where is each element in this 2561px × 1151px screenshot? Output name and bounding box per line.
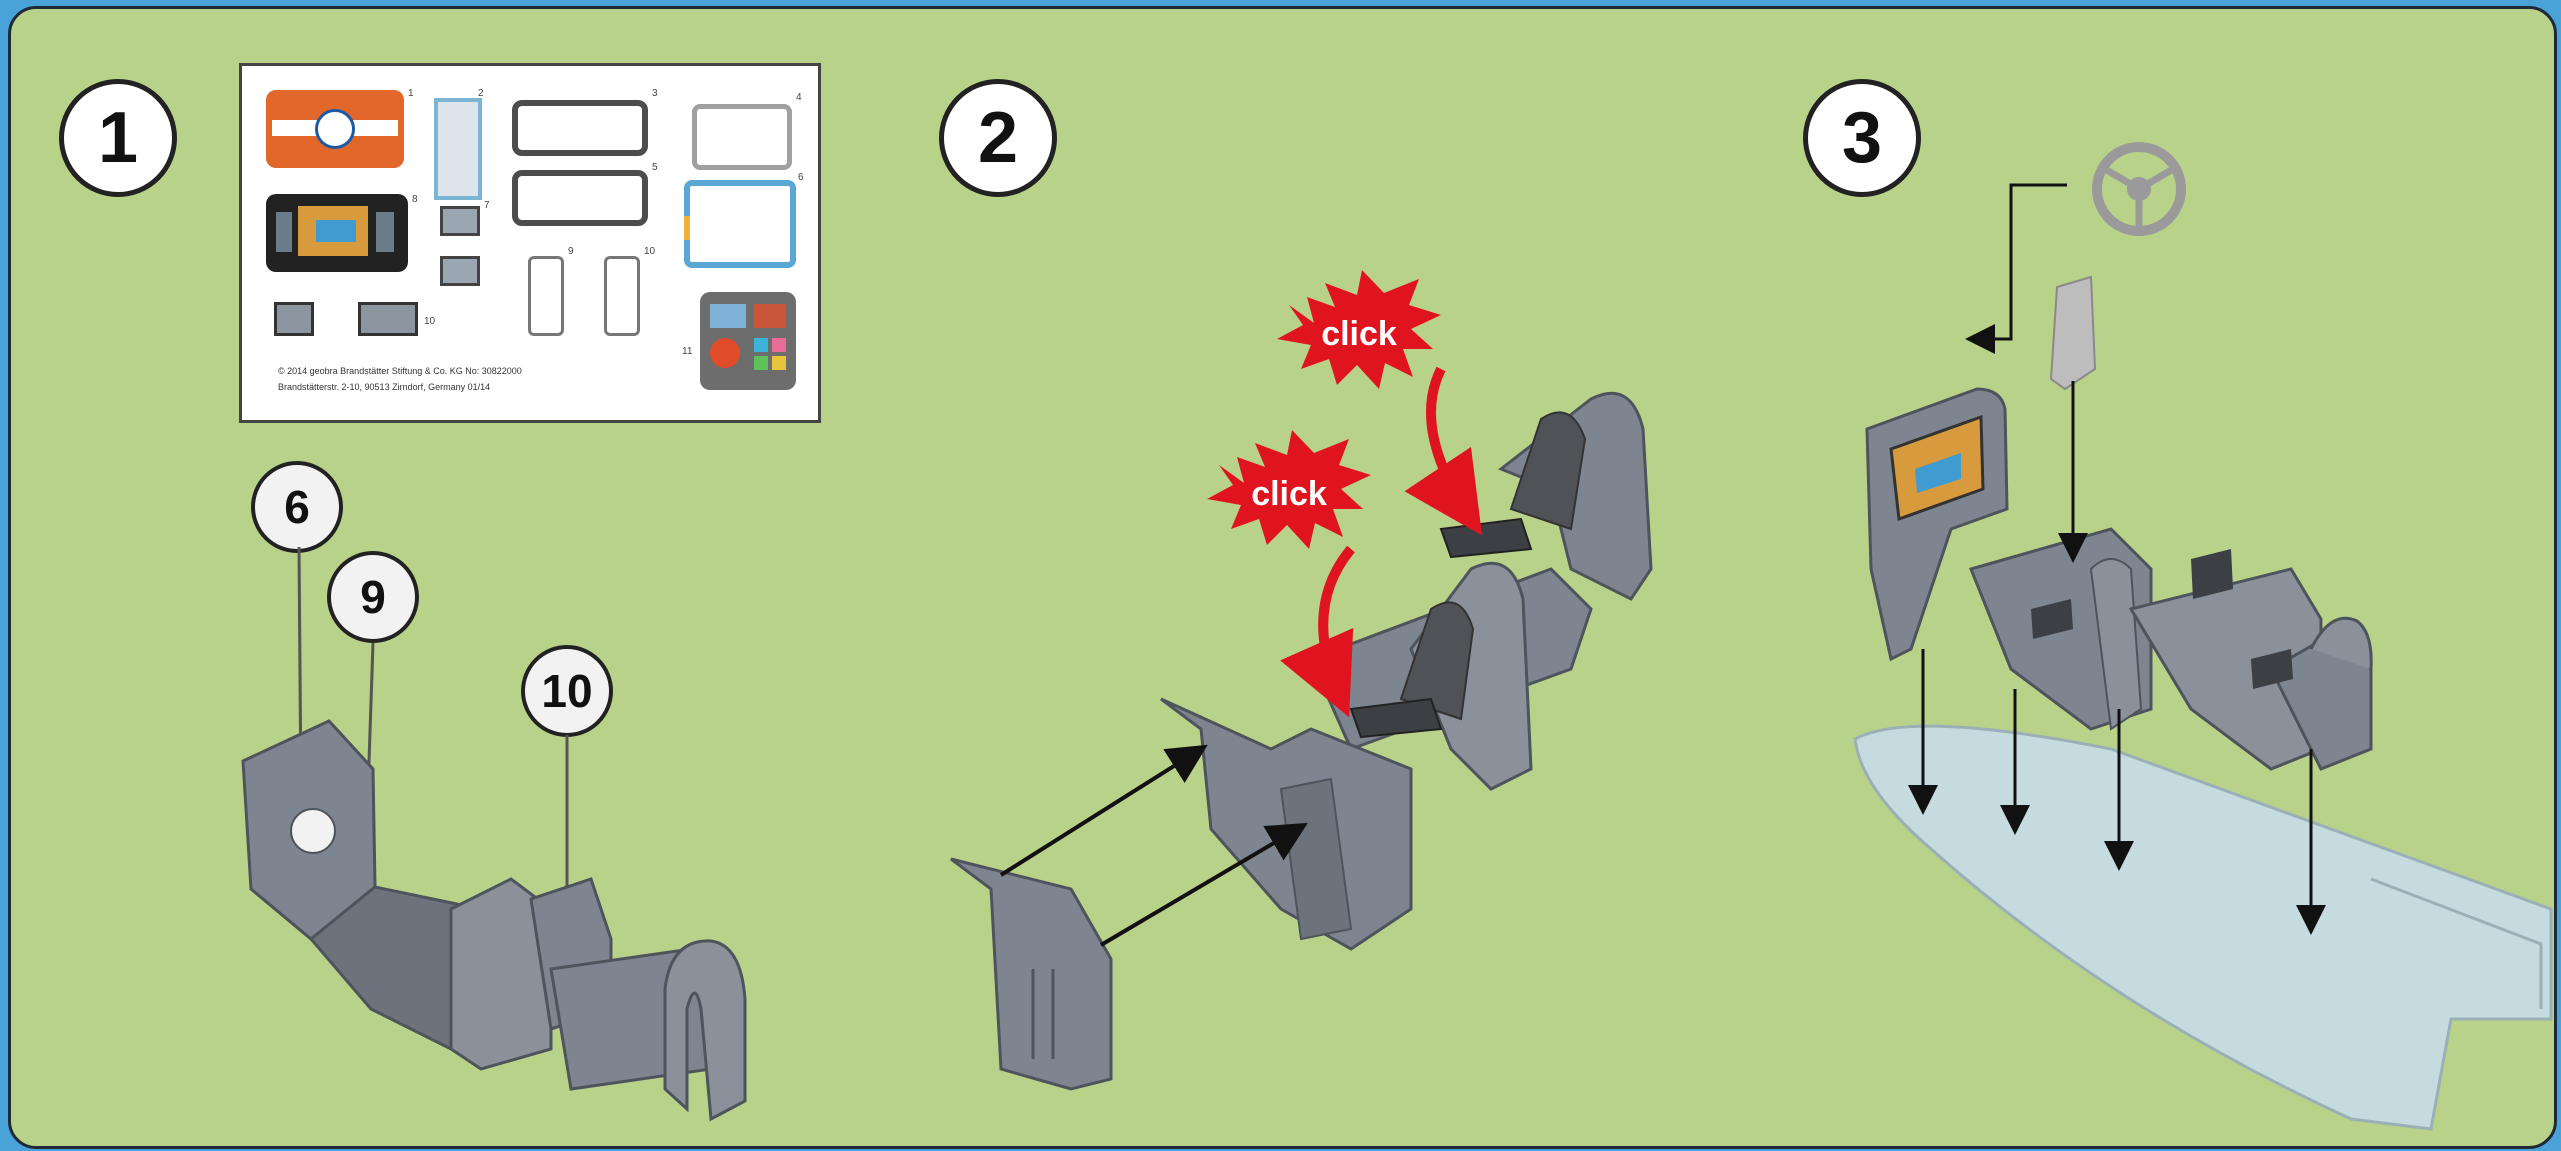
sticker-number-11: 11 <box>682 346 693 357</box>
loose-panel <box>950 857 1113 1091</box>
sticker-fineprint-2: Brandstätterstr. 2-10, 90513 Zirndorf, G… <box>278 382 491 392</box>
sticker-number-7: 7 <box>484 200 490 211</box>
sticker-number-6: 6 <box>798 172 804 183</box>
sticker-window-4 <box>692 104 792 170</box>
step3-assembly <box>1853 142 2553 1131</box>
sticker-frame-9a <box>528 256 564 336</box>
wheel-arrow <box>1965 183 2067 354</box>
steering-wheel <box>2092 142 2186 236</box>
callout-6: 6 <box>251 461 343 553</box>
click-burst-1: click <box>1207 430 1371 549</box>
callout-10: 10 <box>521 645 613 737</box>
sticker-sheet: 1 2 3 4 5 6 8 7 9 10 <box>239 63 821 423</box>
sticker-small-7b <box>440 256 480 286</box>
sticker-number-4: 4 <box>796 92 802 103</box>
sticker-window-6 <box>684 180 796 268</box>
sticker-small-display <box>358 302 418 336</box>
sticker-dashboard <box>266 194 408 272</box>
sticker-number-3: 3 <box>652 88 658 99</box>
step-number-3: 3 <box>1803 79 1921 197</box>
click-arrow-2 <box>1404 366 1483 536</box>
sticker-number-10-top: 10 <box>644 246 656 257</box>
click-label-2: click <box>1321 315 1397 353</box>
step-number-1: 1 <box>59 79 177 197</box>
sticker-number-9: 9 <box>568 246 574 257</box>
callout-9: 9 <box>327 551 419 643</box>
sticker-control-panel <box>700 292 796 390</box>
mid-seat <box>1399 601 1475 721</box>
far-seat <box>1509 411 1587 531</box>
dashboard-console <box>1865 387 2009 662</box>
sticker-small-gauge <box>274 302 314 336</box>
sticker-fineprint-1: © 2014 geobra Brandstätter Stiftung & Co… <box>278 366 522 376</box>
step2-assembly: click click <box>950 270 1653 1091</box>
base-plate <box>1853 724 2553 1131</box>
click-arrow-1 <box>1280 545 1355 718</box>
assembly-diagrams: click click <box>241 142 2553 1131</box>
instruction-panel: 1 2 3 1 2 3 4 5 6 8 <box>8 6 2557 1149</box>
sticker-number-2: 2 <box>478 88 484 99</box>
insert-arrow-1 <box>999 744 1208 877</box>
sticker-number-10: 10 <box>424 316 436 327</box>
sticker-orange-logo <box>266 90 404 168</box>
sticker-window-3 <box>512 100 648 156</box>
click-label-1: click <box>1251 475 1327 513</box>
click-burst-2: click <box>1277 270 1441 389</box>
sticker-window-5 <box>512 170 648 226</box>
step-number-2: 2 <box>939 79 1057 197</box>
step1-console-part <box>241 546 747 1122</box>
sticker-number-1: 1 <box>408 88 414 99</box>
sticker-frame-9b <box>604 256 640 336</box>
insert-arrow-2 <box>1099 822 1308 947</box>
sticker-small-7a <box>440 206 480 236</box>
sticker-map <box>434 98 482 200</box>
sticker-number-8: 8 <box>412 194 418 205</box>
throttle-lever <box>2049 275 2097 391</box>
sticker-number-5: 5 <box>652 162 658 173</box>
